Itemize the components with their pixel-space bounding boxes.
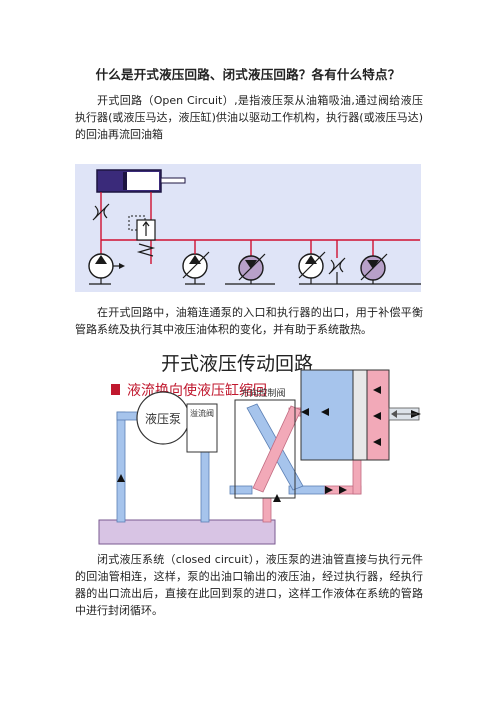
paragraph-open-circuit: 开式回路（Open Circuit）,是指液压泵从油箱吸油,通过阀给液压执行器(…	[75, 94, 423, 141]
pump-label: 液压泵	[145, 411, 181, 426]
oil-tank	[98, 519, 276, 545]
open-circuit-schematic	[75, 164, 421, 292]
paragraph-closed-circuit: 闭式液压系统（closed circuit），液压泵的进油管直接与执行元件的回油…	[75, 553, 423, 617]
hydraulic-cylinder	[300, 369, 420, 461]
variable-pump-icon	[182, 240, 210, 284]
hydraulic-motor-icon	[238, 253, 266, 284]
relief-valve-label: 溢流阀	[190, 408, 214, 418]
rod-arrow-head	[391, 410, 397, 418]
direction-control-valve	[234, 399, 296, 499]
open-circuit-diagram: 开式液压传动回路 液流换向使液压缸缩回 液压泵	[98, 353, 421, 545]
hydraulic-cylinder	[96, 169, 186, 193]
figure-heading: 开式液压传动回路	[161, 353, 313, 375]
throttle-valve-icon	[92, 203, 110, 221]
paragraph-tank-function: 在开式回路中，油箱连通泵的入口和执行器的出口，用于补偿平衡管路系统及执行其中液压…	[75, 306, 423, 336]
hydraulic-motor-icon	[360, 253, 388, 284]
page-title: 什么是开式液压回路、闭式液压回路？各有什么特点？	[95, 67, 401, 82]
variable-pump-icon	[298, 251, 326, 284]
throttle-valve-icon	[328, 257, 346, 284]
direction-valve-label: 方向控制阀	[240, 387, 285, 399]
relief-valve	[186, 403, 218, 453]
relief-valve-icon	[128, 215, 156, 257]
fixed-pump-icon	[88, 253, 125, 284]
bullet-icon	[111, 384, 120, 395]
